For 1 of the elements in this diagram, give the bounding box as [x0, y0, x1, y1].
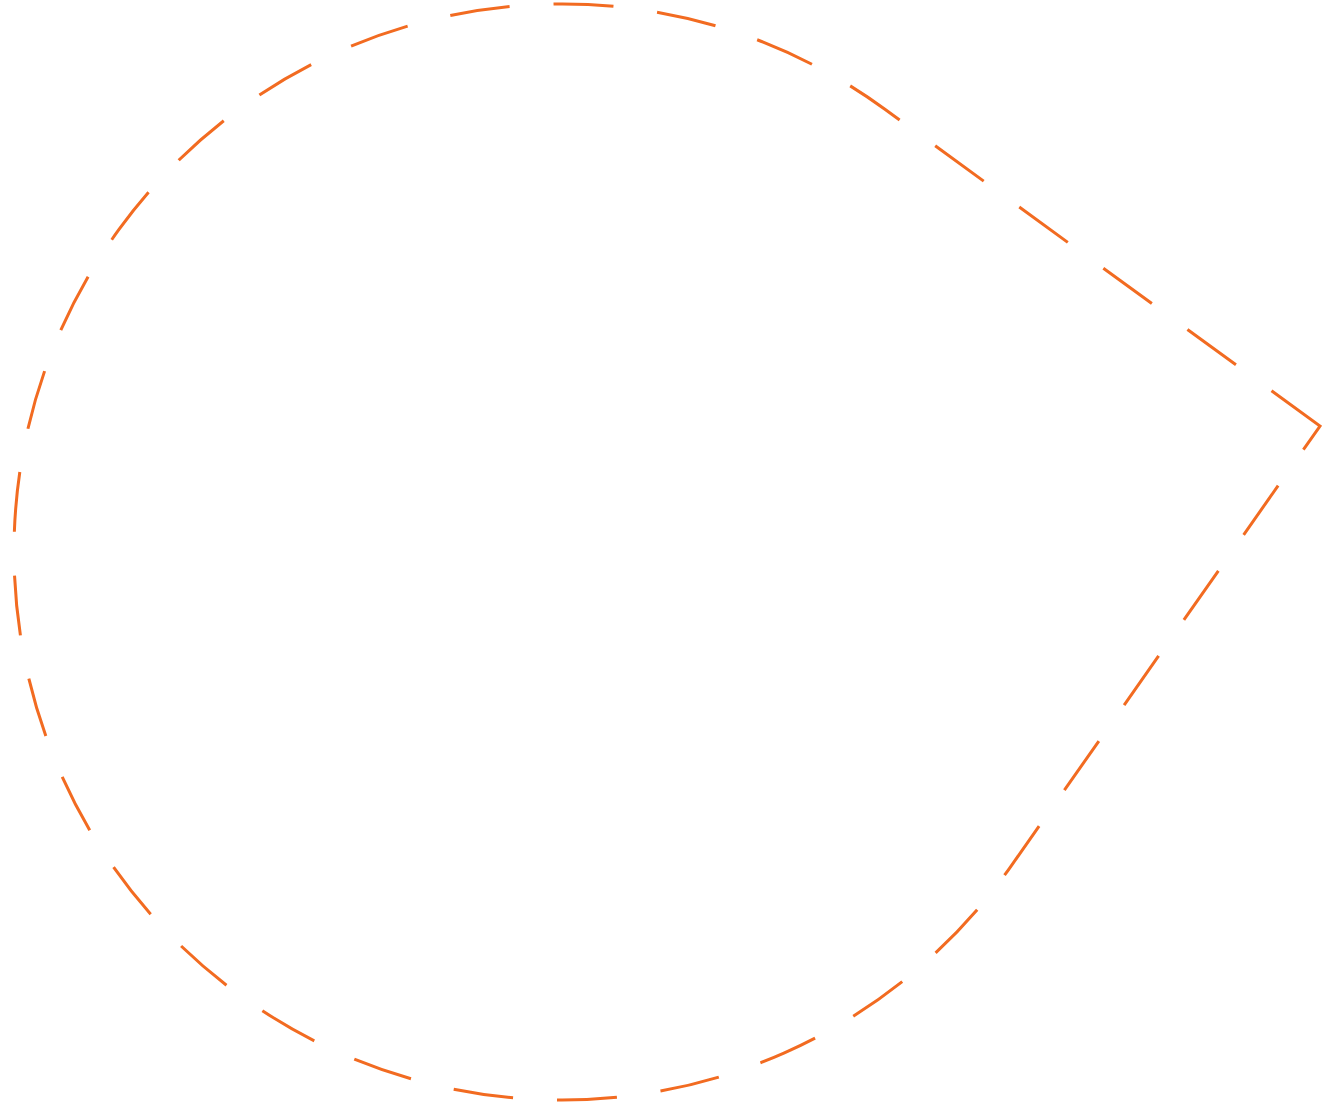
teardrop-outline — [12, 2, 1322, 1102]
